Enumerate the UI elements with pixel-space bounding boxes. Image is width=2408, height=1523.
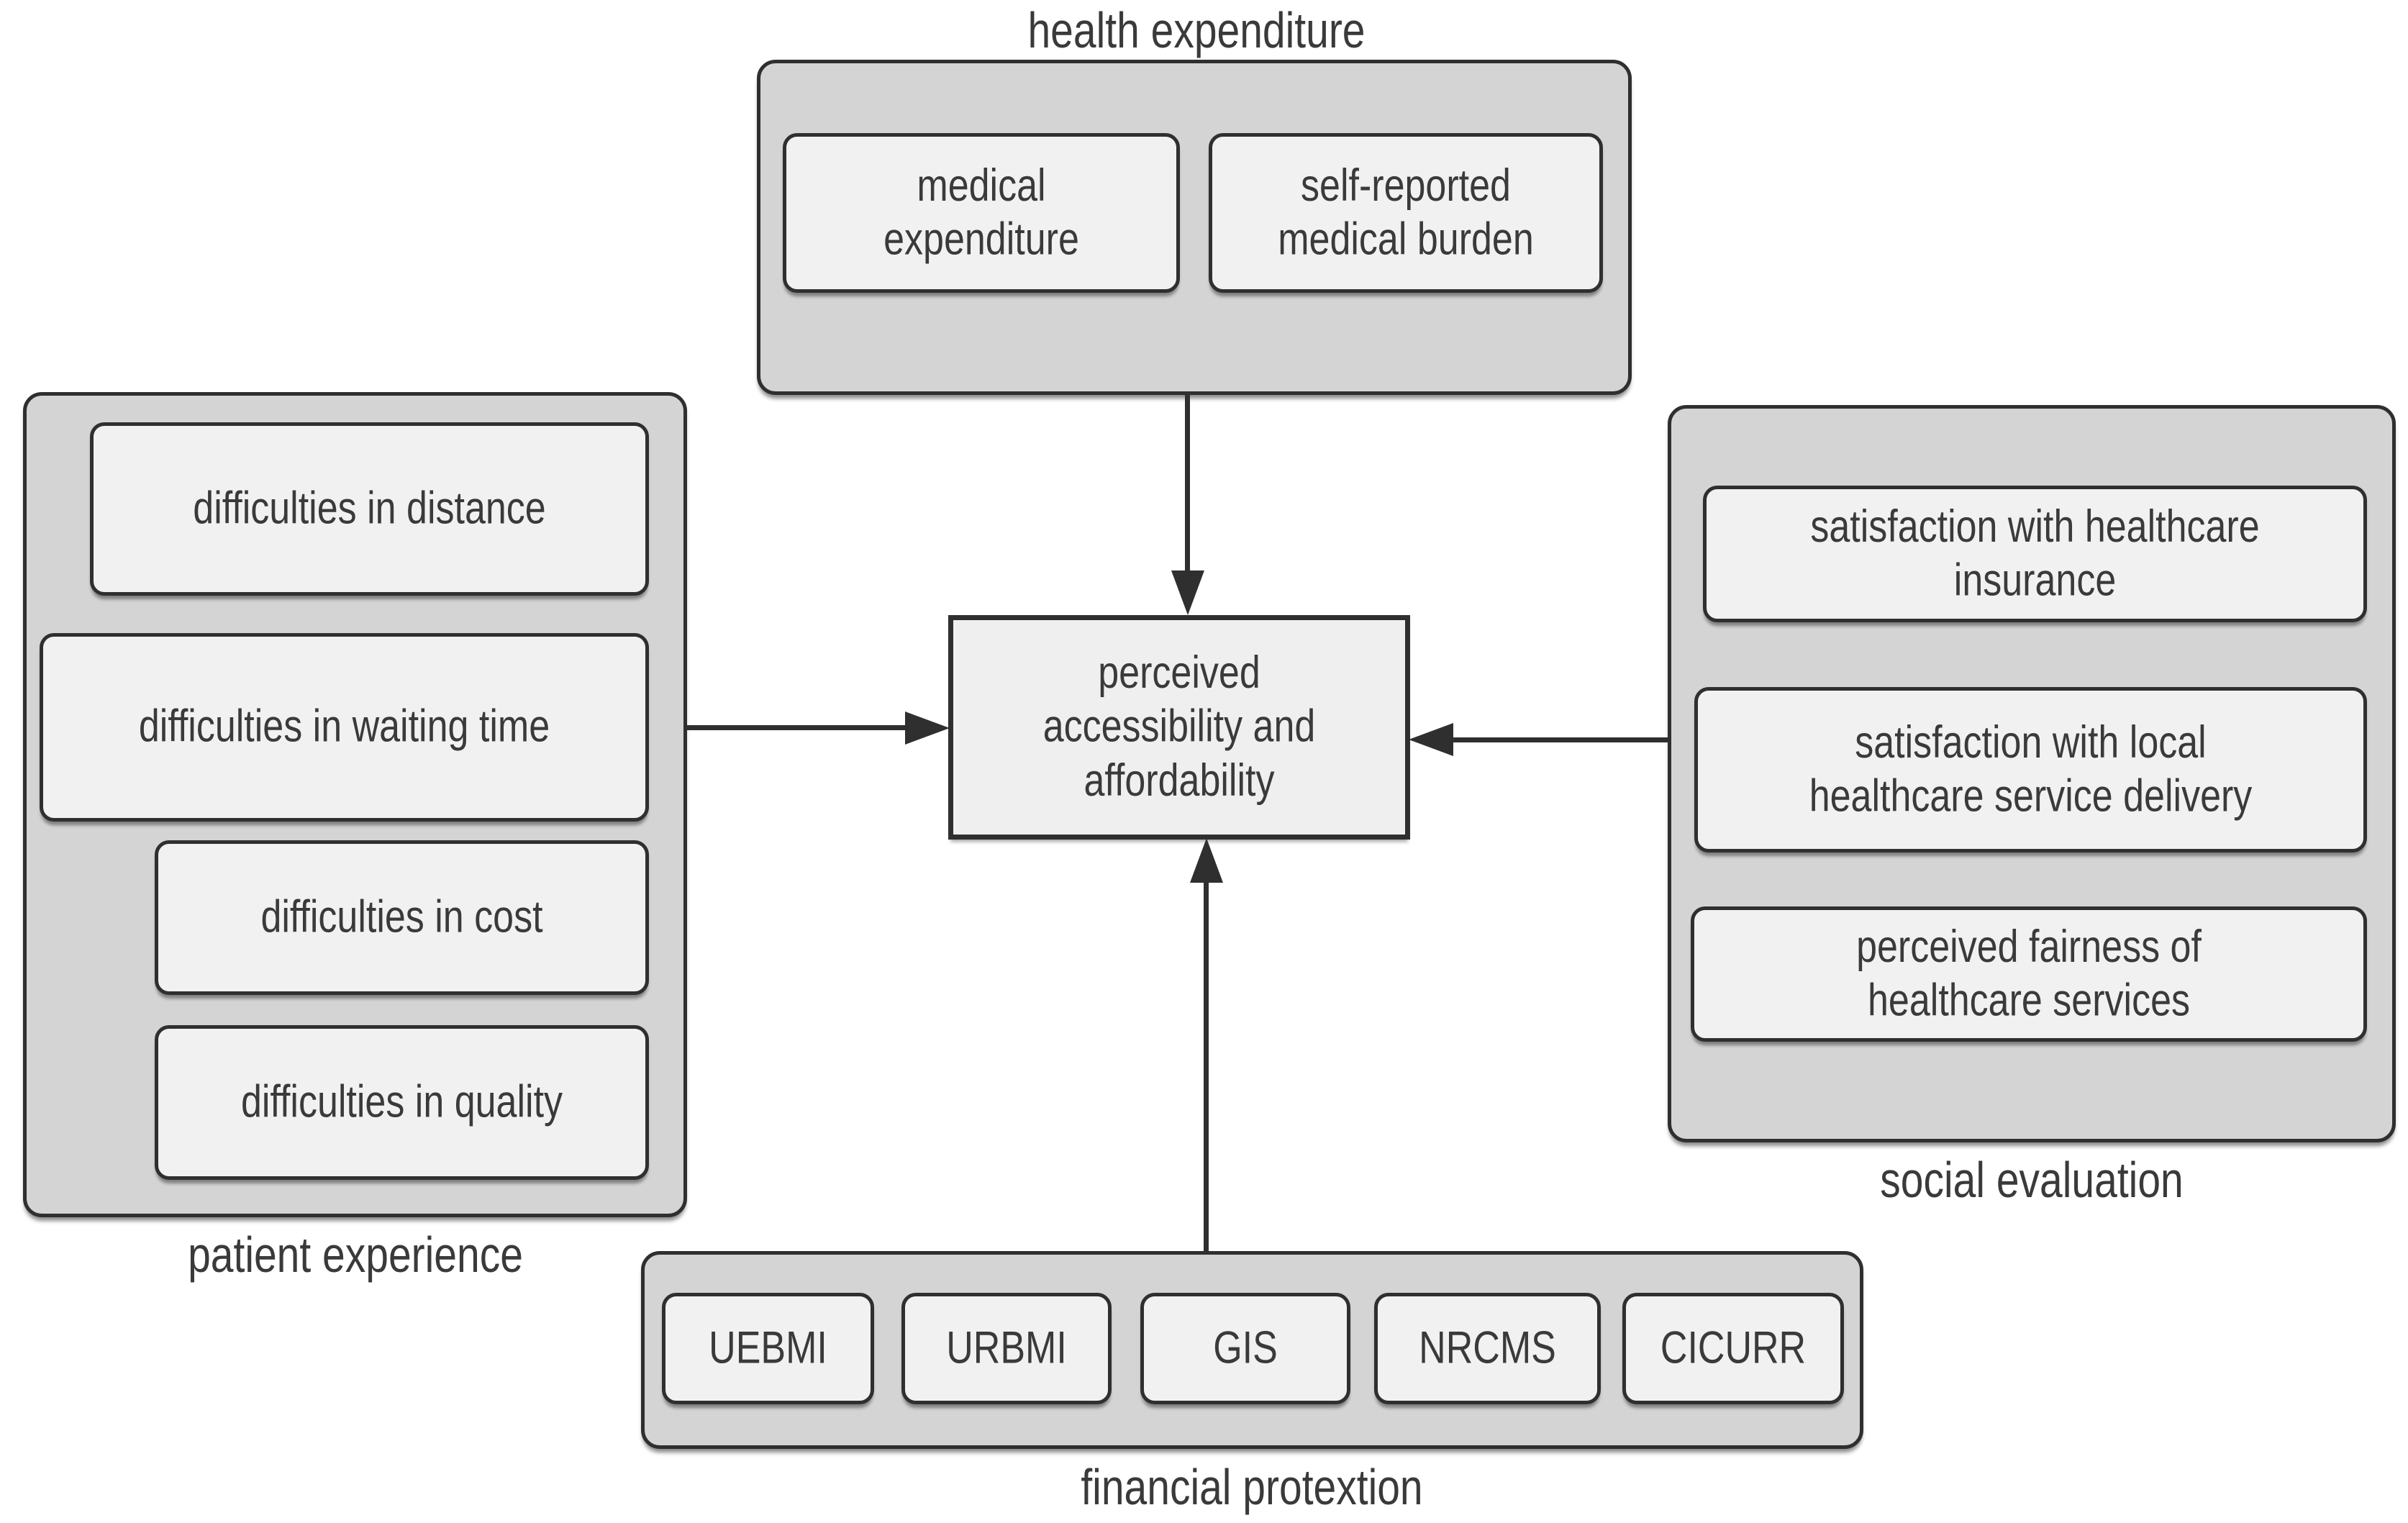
node-self-reported-medical-burden: self-reported medical burden [1209, 133, 1603, 293]
node-perceived-accessibility-affordability-label: perceived accessibility and affordabilit… [1042, 647, 1316, 806]
node-perceived-fairness: perceived fairness of healthcare service… [1691, 906, 2367, 1042]
arrow-top-shaft [1185, 395, 1190, 575]
group-label-social-evaluation: social evaluation [1880, 1152, 2184, 1209]
arrow-bottom-head-icon [1190, 838, 1223, 883]
node-gis: GIS [1140, 1293, 1350, 1404]
node-uebmi: UEBMI [662, 1293, 874, 1404]
group-label-financial-protection: financial protextion [1081, 1459, 1423, 1517]
node-nrcms: NRCMS [1374, 1293, 1601, 1404]
node-difficulties-in-distance: difficulties in distance [90, 422, 649, 596]
node-satisfaction-healthcare-insurance: satisfaction with healthcare insurance [1703, 486, 2367, 622]
node-urbmi: URBMI [901, 1293, 1112, 1404]
node-perceived-fairness-label: perceived fairness of healthcare service… [1856, 921, 2202, 1026]
node-difficulties-in-cost: difficulties in cost [155, 840, 649, 995]
node-satisfaction-healthcare-insurance-label: satisfaction with healthcare insurance [1810, 501, 2260, 606]
node-cicurr-label: CICURR [1660, 1322, 1807, 1374]
node-uebmi-label: UEBMI [709, 1322, 827, 1374]
arrow-right-shaft [1452, 737, 1668, 742]
node-medical-expenditure-label: medical expenditure [883, 160, 1079, 265]
arrow-top-head-icon [1171, 570, 1204, 615]
arrow-left-shaft [685, 725, 909, 730]
node-perceived-accessibility-affordability: perceived accessibility and affordabilit… [948, 615, 1410, 840]
node-satisfaction-local-service-delivery: satisfaction with local healthcare servi… [1694, 687, 2367, 853]
node-satisfaction-local-service-delivery-label: satisfaction with local healthcare servi… [1809, 717, 2253, 822]
node-cicurr: CICURR [1622, 1293, 1844, 1404]
arrow-left-head-icon [905, 712, 950, 745]
node-nrcms-label: NRCMS [1419, 1322, 1556, 1374]
arrow-right-head-icon [1409, 723, 1453, 756]
node-difficulties-in-distance-label: difficulties in distance [193, 483, 546, 535]
node-urbmi-label: URBMI [946, 1322, 1067, 1374]
node-gis-label: GIS [1213, 1322, 1278, 1374]
node-difficulties-in-waiting-time: difficulties in waiting time [40, 633, 649, 822]
node-difficulties-in-quality-label: difficulties in quality [240, 1076, 563, 1128]
node-difficulties-in-quality: difficulties in quality [155, 1025, 649, 1180]
node-medical-expenditure: medical expenditure [783, 133, 1180, 293]
node-self-reported-medical-burden-label: self-reported medical burden [1278, 160, 1534, 265]
group-label-health-expenditure: health expenditure [1027, 2, 1366, 60]
node-difficulties-in-cost-label: difficulties in cost [260, 891, 543, 943]
group-label-patient-experience: patient experience [188, 1227, 523, 1284]
arrow-bottom-shaft [1204, 879, 1209, 1251]
node-difficulties-in-waiting-time-label: difficulties in waiting time [138, 701, 550, 753]
